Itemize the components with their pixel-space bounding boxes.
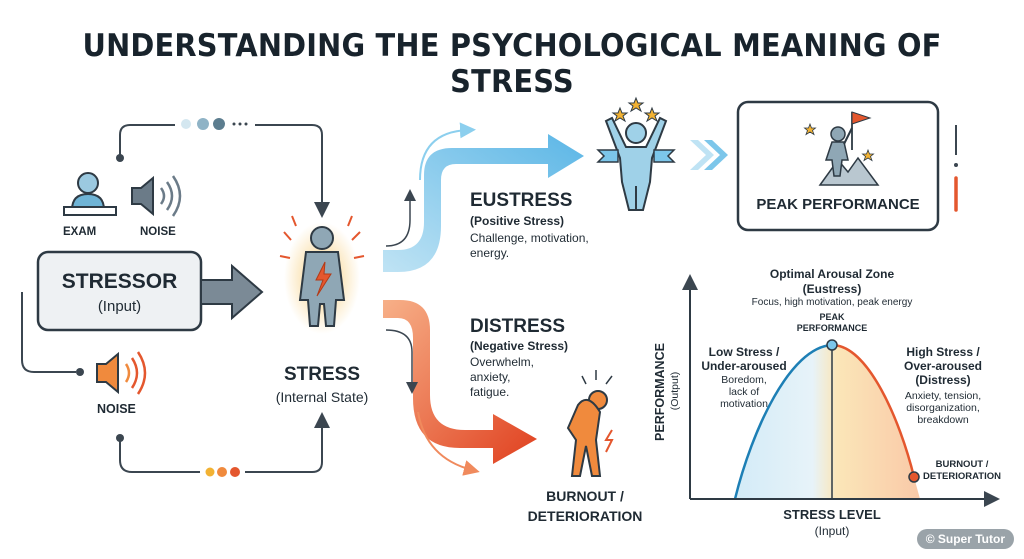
top-feedback-connector bbox=[116, 118, 330, 218]
curve-area bbox=[735, 345, 920, 499]
summit-flag-icon bbox=[803, 111, 880, 186]
y-axis-sublabel: (Output) bbox=[669, 371, 681, 411]
stressor-title: STRESSOR bbox=[61, 270, 178, 293]
burnout-point bbox=[908, 471, 920, 483]
peak-label-line1: PEAK bbox=[819, 312, 845, 322]
stressor-to-stress-arrow bbox=[200, 263, 264, 321]
zone-subtitle: (Eustress) bbox=[802, 282, 862, 296]
low-stress-desc-line1: Boredom, bbox=[721, 374, 767, 386]
chart-burnout-line1: BURNOUT / bbox=[935, 459, 989, 470]
eustress-desc-line1: Challenge, motivation, bbox=[470, 231, 589, 245]
performance-curve-chart bbox=[682, 274, 1000, 507]
noise-bottom-label: NOISE bbox=[97, 402, 136, 416]
watermark-badge: © Super Tutor bbox=[916, 529, 1014, 549]
celebrating-person-icon bbox=[596, 96, 676, 211]
stress-title: STRESS bbox=[283, 364, 361, 385]
peak-point bbox=[826, 339, 838, 351]
high-stress-title-line3: (Distress) bbox=[915, 373, 971, 387]
x-axis-sublabel: (Input) bbox=[814, 524, 850, 538]
exam-label: EXAM bbox=[63, 226, 97, 238]
eustress-desc-line2: energy. bbox=[470, 246, 510, 260]
page-title: UNDERSTANDING THE PSYCHOLOGICAL MEANING … bbox=[82, 28, 942, 100]
noise-top-label: NOISE bbox=[140, 226, 176, 238]
high-stress-desc-line3: breakdown bbox=[917, 414, 969, 426]
distress-desc-line3: fatigue. bbox=[470, 385, 510, 399]
chart-burnout-line2: DETERIORATION bbox=[923, 471, 1001, 482]
curve-line-rising bbox=[733, 343, 833, 500]
side-decoration bbox=[954, 125, 958, 212]
stressor-subtitle: (Input) bbox=[97, 298, 142, 315]
distress-guide-arrow bbox=[385, 329, 418, 394]
y-axis-label: PERFORMANCE bbox=[653, 343, 667, 441]
low-stress-title-line1: Low Stress / bbox=[708, 345, 780, 359]
high-stress-title-line1: High Stress / bbox=[906, 345, 980, 359]
distress-lower-arrow bbox=[417, 411, 480, 476]
distress-desc-line1: Overwhelm, bbox=[470, 355, 535, 369]
zone-title: Optimal Arousal Zone bbox=[769, 267, 895, 281]
speaker-icon bbox=[131, 175, 182, 217]
high-stress-title-line2: Over-aroused bbox=[903, 359, 983, 373]
burnout-label-line2: DETERIORATION bbox=[527, 508, 643, 524]
peak-performance-label: PEAK PERFORMANCE bbox=[756, 196, 920, 213]
low-stress-desc-line2: lack of bbox=[728, 386, 760, 398]
peak-label-line2: PERFORMANCE bbox=[796, 323, 868, 333]
eustress-guide-arrow bbox=[385, 189, 416, 247]
distress-desc-line2: anxiety, bbox=[470, 370, 511, 384]
speaker-orange-icon bbox=[96, 351, 147, 395]
double-chevron-icon bbox=[690, 140, 728, 170]
eustress-subtitle: (Positive Stress) bbox=[470, 214, 565, 228]
high-stress-desc-line2: disorganization, bbox=[906, 402, 980, 414]
distress-title: DISTRESS bbox=[470, 316, 566, 337]
exam-icon bbox=[63, 172, 117, 216]
x-axis-label: STRESS LEVEL bbox=[783, 507, 881, 522]
burnout-person-icon bbox=[566, 370, 614, 477]
stress-subtitle: (Internal State) bbox=[275, 389, 369, 405]
low-stress-title-line2: Under-aroused bbox=[701, 359, 787, 373]
bottom-feedback-connector bbox=[21, 292, 330, 477]
distress-subtitle: (Negative Stress) bbox=[470, 339, 569, 353]
eustress-upper-arrow bbox=[419, 122, 476, 181]
burnout-label-line1: BURNOUT / bbox=[546, 488, 624, 504]
curve-line-falling bbox=[831, 343, 916, 478]
low-stress-desc-line3: motivation bbox=[720, 398, 768, 410]
eustress-flow-arrow bbox=[383, 134, 584, 272]
eustress-title: EUSTRESS bbox=[470, 190, 573, 211]
high-stress-desc-line1: Anxiety, tension, bbox=[904, 390, 982, 402]
stressed-person-icon bbox=[279, 215, 365, 334]
zone-description: Focus, high motivation, peak energy bbox=[751, 297, 913, 308]
